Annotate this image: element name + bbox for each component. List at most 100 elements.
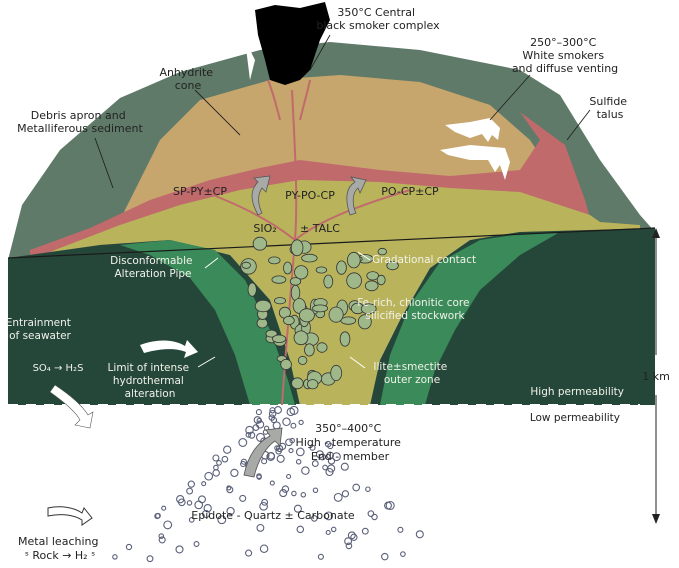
clast [283,261,293,275]
label-chloritic-core: Fe-rich, chlonitic core silicified stock… [357,297,473,322]
bubble [239,494,247,502]
bubble [290,422,297,429]
label-pointers [94,34,591,189]
bubble [365,486,371,492]
bubble [269,480,275,486]
silica-flow-arrow-right [346,176,367,216]
bubble [240,460,247,468]
bubble [186,500,193,506]
bubble [325,467,334,477]
bubble [286,407,296,417]
bubble [230,468,239,478]
clast [290,239,304,257]
vein [159,169,293,201]
bubble [324,511,334,521]
bubble [384,501,392,510]
clast [315,266,328,274]
bubble [261,458,268,465]
bubble [317,553,324,560]
bubble [333,492,343,502]
bubble [261,498,269,506]
clast [241,261,251,269]
label-black-smoker: 350°C Central black smoker complex [316,6,440,32]
bubble [176,495,185,504]
clast [364,280,379,292]
bubble [194,500,204,510]
clast [339,331,351,347]
bubble [238,438,248,447]
label-scale: 1 km [642,370,670,383]
bubble [226,506,235,516]
bubble [341,490,350,498]
bubble [397,526,404,533]
bubble [325,529,331,536]
vein [299,79,311,121]
bubble [282,417,291,427]
bubble [310,515,318,522]
label-white-smokers: 250°–300°C White smokers and diffuse ven… [512,36,618,75]
clast [298,308,315,323]
bubble [315,450,324,459]
upflow-arrow [243,427,283,478]
bubble [187,480,195,488]
bubble [367,510,375,517]
entrainment-arrow [140,340,198,358]
clast [360,303,377,315]
bubble [311,460,319,468]
bubble [201,509,211,519]
label-zone-right: PO-CP±CP [381,185,439,198]
bubble [188,517,195,523]
bubble [312,487,319,494]
metal-leaching-arrow [47,506,93,526]
bubble [226,486,234,494]
bubble [327,457,336,465]
bubble [347,531,356,540]
bubble [301,466,310,475]
clast [316,342,328,353]
clast [304,343,315,357]
vein [291,169,451,186]
clast [301,253,318,263]
clast [386,260,399,271]
alteration-halo-left [120,240,295,405]
bubble [345,542,353,550]
bubble [158,536,166,544]
clast [336,260,347,275]
ground-line [7,227,656,259]
black-smoker-chimney [255,2,330,85]
bubble [223,445,232,454]
bubble [350,533,358,541]
bubble [245,549,253,557]
white-smoker-plume [445,118,500,142]
bubble [309,444,316,451]
bubble [352,483,361,492]
clast [366,271,380,281]
clast [293,330,309,346]
bubble [146,555,154,563]
bubble [281,485,290,493]
bubble [371,513,378,521]
clast [376,274,386,286]
label-entrainment: Entrainment of seawater [6,317,75,342]
bubble [256,523,265,532]
bubble [296,525,305,534]
bubble [331,452,341,462]
bubble [259,501,268,511]
bubble [415,530,424,539]
bubble [204,471,214,481]
label-sio2: SIO₂ [253,222,276,235]
bubble [248,431,256,439]
bubble [324,440,332,448]
clast [330,364,343,382]
white-smoker-plume [440,145,510,180]
clast [297,355,308,365]
bubble [186,487,194,495]
anhydrite-vein [245,40,270,82]
clast [294,265,309,280]
clast [323,274,334,289]
bubble [253,416,262,424]
bubble [256,473,262,479]
bubble [381,552,389,561]
white-smokers [245,40,510,180]
clast [377,247,388,256]
